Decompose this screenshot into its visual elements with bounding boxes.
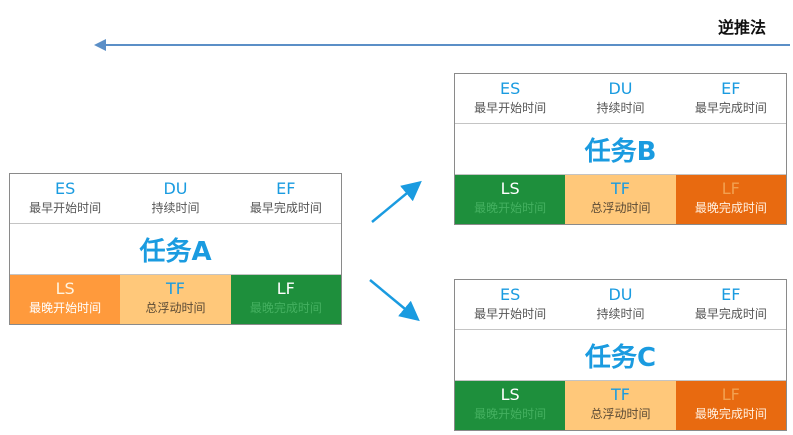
task-a-du-code: DU bbox=[163, 179, 188, 198]
task-a-du-desc: 持续时间 bbox=[151, 201, 200, 215]
task-b-du-code: DU bbox=[608, 79, 633, 98]
task-b-ef-desc: 最早完成时间 bbox=[694, 101, 767, 115]
task-b-tf-code: TF bbox=[611, 179, 630, 198]
task-b-name: 任务B bbox=[455, 123, 786, 175]
task-c-ef-desc: 最早完成时间 bbox=[694, 307, 767, 321]
task-c-du-cell: DU 持续时间 bbox=[565, 280, 675, 329]
task-c-lf-code: LF bbox=[721, 385, 740, 404]
task-a-ls-desc: 最晚开始时间 bbox=[29, 301, 102, 315]
task-b-es-desc: 最早开始时间 bbox=[474, 101, 547, 115]
task-a-lf-code: LF bbox=[276, 279, 295, 298]
task-c-du-code: DU bbox=[608, 285, 633, 304]
task-a-tf-cell: TF 总浮动时间 bbox=[120, 275, 231, 324]
task-b-es-code: ES bbox=[500, 79, 521, 98]
task-b-tf-cell: TF 总浮动时间 bbox=[565, 175, 676, 224]
arrow-a-to-c bbox=[369, 279, 420, 322]
task-c-tf-code: TF bbox=[611, 385, 630, 404]
task-b-ls-desc: 最晚开始时间 bbox=[474, 201, 547, 215]
task-c-ls-desc: 最晚开始时间 bbox=[474, 407, 547, 421]
task-a-name: 任务A bbox=[10, 223, 341, 275]
arrow-a-to-b bbox=[371, 180, 422, 223]
task-c-lf-cell: LF 最晚完成时间 bbox=[675, 381, 786, 430]
task-a-ef-cell: EF 最早完成时间 bbox=[231, 174, 341, 223]
task-c-tf-cell: TF 总浮动时间 bbox=[565, 381, 676, 430]
task-c-box: ES 最早开始时间 DU 持续时间 EF 最早完成时间 任务C LS 最晚开始时… bbox=[454, 279, 787, 431]
task-a-tf-code: TF bbox=[166, 279, 185, 298]
task-b-box: ES 最早开始时间 DU 持续时间 EF 最早完成时间 任务B LS 最晚开始时… bbox=[454, 73, 787, 225]
task-a-es-code: ES bbox=[55, 179, 76, 198]
task-c-es-cell: ES 最早开始时间 bbox=[455, 280, 565, 329]
task-c-ls-cell: LS 最晚开始时间 bbox=[455, 381, 566, 430]
task-b-lf-code: LF bbox=[721, 179, 740, 198]
task-a-ls-cell: LS 最晚开始时间 bbox=[10, 275, 121, 324]
task-a-es-cell: ES 最早开始时间 bbox=[10, 174, 120, 223]
task-b-du-cell: DU 持续时间 bbox=[565, 74, 675, 123]
task-c-ls-code: LS bbox=[500, 385, 520, 404]
task-a-du-cell: DU 持续时间 bbox=[120, 174, 230, 223]
task-c-du-desc: 持续时间 bbox=[596, 307, 645, 321]
task-a-lf-desc: 最晚完成时间 bbox=[249, 301, 322, 315]
task-a-tf-desc: 总浮动时间 bbox=[145, 301, 206, 315]
backward-arrow bbox=[94, 39, 790, 51]
task-c-es-desc: 最早开始时间 bbox=[474, 307, 547, 321]
task-b-ef-cell: EF 最早完成时间 bbox=[676, 74, 786, 123]
task-a-ef-code: EF bbox=[276, 179, 296, 198]
direction-label: 逆推法 bbox=[718, 18, 767, 37]
task-a-ls-code: LS bbox=[55, 279, 75, 298]
task-a-lf-cell: LF 最晚完成时间 bbox=[230, 275, 341, 324]
task-a-ef-desc: 最早完成时间 bbox=[249, 201, 322, 215]
task-c-name: 任务C bbox=[455, 329, 786, 381]
task-c-lf-desc: 最晚完成时间 bbox=[694, 407, 767, 421]
task-b-ls-code: LS bbox=[500, 179, 520, 198]
task-c-tf-desc: 总浮动时间 bbox=[590, 407, 651, 421]
task-b-es-cell: ES 最早开始时间 bbox=[455, 74, 565, 123]
task-b-lf-desc: 最晚完成时间 bbox=[694, 201, 767, 215]
task-a-box: ES 最早开始时间 DU 持续时间 EF 最早完成时间 任务A LS 最晚开始时… bbox=[9, 173, 342, 325]
task-c-ef-code: EF bbox=[721, 285, 741, 304]
task-b-lf-cell: LF 最晚完成时间 bbox=[675, 175, 786, 224]
task-c-ef-cell: EF 最早完成时间 bbox=[676, 280, 786, 329]
task-b-ef-code: EF bbox=[721, 79, 741, 98]
task-b-tf-desc: 总浮动时间 bbox=[590, 201, 651, 215]
task-b-ls-cell: LS 最晚开始时间 bbox=[455, 175, 566, 224]
task-b-du-desc: 持续时间 bbox=[596, 101, 645, 115]
task-a-es-desc: 最早开始时间 bbox=[29, 201, 102, 215]
task-c-es-code: ES bbox=[500, 285, 521, 304]
